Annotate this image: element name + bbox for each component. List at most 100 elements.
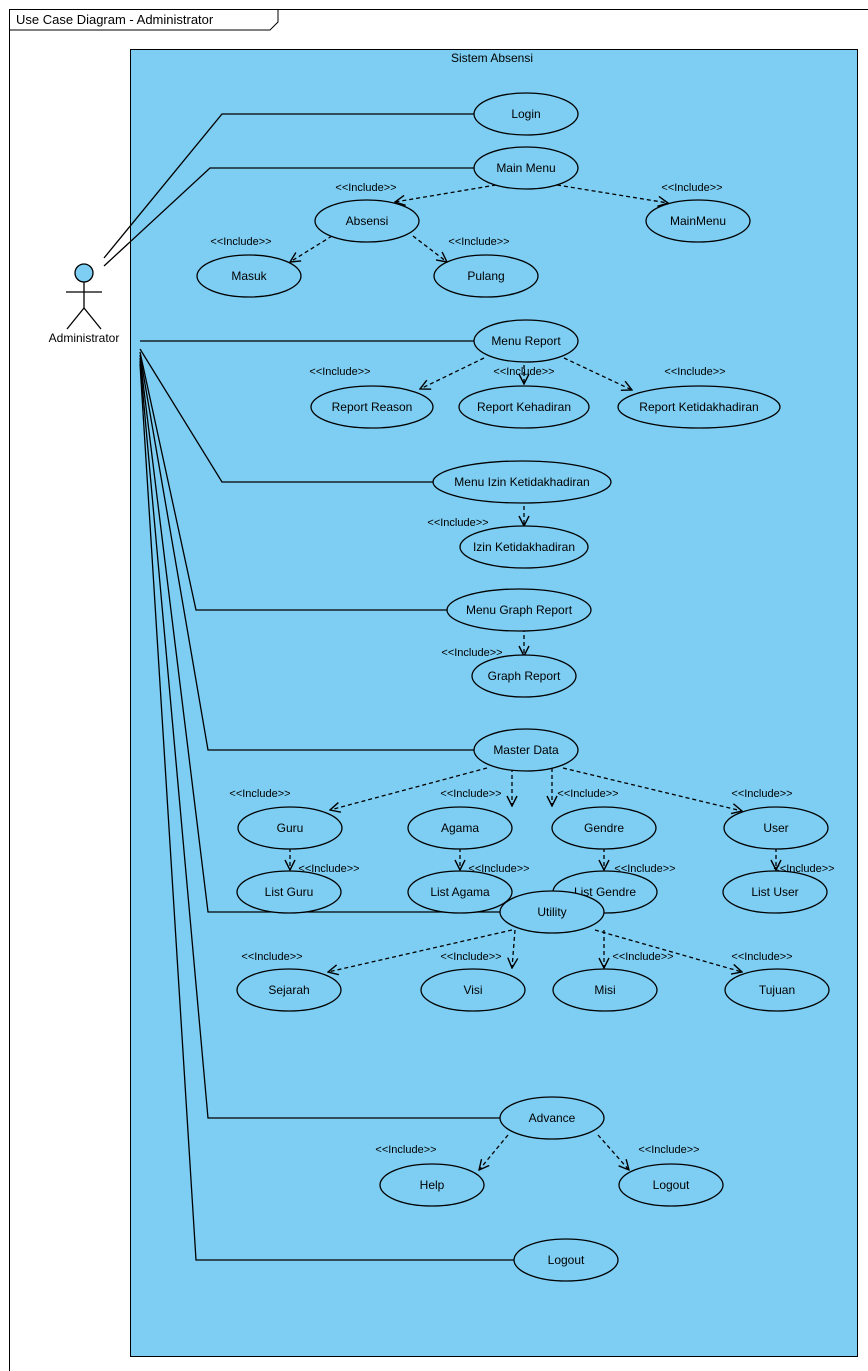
svg-text:List User: List User bbox=[751, 885, 798, 899]
label-include-report-ketidakhadiran: <<Include>> bbox=[664, 366, 725, 378]
label-include-visi: <<Include>> bbox=[440, 951, 501, 963]
svg-text:Menu Report: Menu Report bbox=[491, 334, 561, 348]
frame-tab bbox=[10, 10, 279, 31]
assoc-utility bbox=[139, 357, 500, 913]
svg-text:Report Reason: Report Reason bbox=[332, 400, 413, 414]
label-include-sejarah: <<Include>> bbox=[241, 951, 302, 963]
svg-text:Pulang: Pulang bbox=[467, 269, 504, 283]
svg-text:Izin Ketidakhadiran: Izin Ketidakhadiran bbox=[473, 540, 575, 554]
include-logout-advance bbox=[597, 1134, 629, 1170]
usecase-report-ketidakhadiran[interactable]: Report Ketidakhadiran bbox=[617, 385, 781, 429]
svg-text:Visi: Visi bbox=[463, 983, 482, 997]
usecase-masuk[interactable]: Masuk bbox=[196, 254, 302, 298]
label-include-agama: <<Include>> bbox=[440, 788, 501, 800]
usecase-graph-report[interactable]: Graph Report bbox=[471, 654, 577, 698]
include-visi bbox=[512, 929, 515, 968]
svg-text:Gendre: Gendre bbox=[584, 821, 624, 835]
label-include-list-gendre: <<Include>> bbox=[614, 863, 675, 875]
usecase-user[interactable]: User bbox=[723, 806, 829, 850]
usecase-guru[interactable]: Guru bbox=[237, 806, 343, 850]
usecase-help[interactable]: Help bbox=[379, 1163, 485, 1207]
include-report-reason bbox=[420, 357, 485, 389]
usecase-menu-graph[interactable]: Menu Graph Report bbox=[446, 588, 592, 632]
assoc-menu-graph bbox=[139, 351, 447, 611]
include-report-ketidakhadiran bbox=[563, 357, 632, 390]
svg-text:User: User bbox=[763, 821, 788, 835]
label-include-gendre: <<Include>> bbox=[557, 788, 618, 800]
include-dependencies bbox=[290, 184, 776, 1170]
usecase-izin[interactable]: Izin Ketidakhadiran bbox=[459, 525, 589, 569]
label-include-logout-advance: <<Include>> bbox=[638, 1144, 699, 1156]
svg-text:Sejarah: Sejarah bbox=[268, 983, 309, 997]
usecase-list-guru[interactable]: List Guru bbox=[236, 870, 342, 914]
label-include-masuk: <<Include>> bbox=[210, 236, 271, 248]
include-absensi bbox=[395, 184, 497, 202]
svg-text:Login: Login bbox=[511, 107, 540, 121]
svg-text:Guru: Guru bbox=[277, 821, 304, 835]
include-pulang bbox=[412, 235, 447, 262]
usecase-mainmenu[interactable]: MainMenu bbox=[645, 199, 751, 243]
svg-text:Logout: Logout bbox=[653, 1178, 690, 1192]
usecase-list-agama[interactable]: List Agama bbox=[407, 870, 513, 914]
label-include-report-reason: <<Include>> bbox=[309, 366, 370, 378]
svg-text:List Agama: List Agama bbox=[430, 885, 490, 899]
usecase-agama[interactable]: Agama bbox=[407, 806, 513, 850]
svg-text:List Gendre: List Gendre bbox=[574, 885, 636, 899]
label-include-pulang: <<Include>> bbox=[448, 236, 509, 248]
system-label: Sistem Absensi bbox=[451, 51, 533, 65]
usecase-menu-izin[interactable]: Menu Izin Ketidakhadiran bbox=[432, 460, 612, 504]
use-cases: Login Main Menu Absensi MainMenu Masuk P… bbox=[196, 92, 830, 1282]
label-include-report-kehadiran: <<Include>> bbox=[493, 366, 554, 378]
usecase-pulang[interactable]: Pulang bbox=[433, 254, 539, 298]
usecase-login[interactable]: Login bbox=[473, 92, 579, 136]
usecase-utility[interactable]: Utility bbox=[499, 890, 605, 934]
svg-text:Help: Help bbox=[420, 1178, 445, 1192]
svg-text:Report Kehadiran: Report Kehadiran bbox=[477, 400, 571, 414]
usecase-advance[interactable]: Advance bbox=[499, 1096, 605, 1140]
include-guru bbox=[330, 767, 488, 810]
label-include-mainmenu: <<Include>> bbox=[661, 182, 722, 194]
assoc-menu-izin bbox=[139, 348, 433, 483]
usecase-logout[interactable]: Logout bbox=[513, 1238, 619, 1282]
label-include-graph-report: <<Include>> bbox=[441, 647, 502, 659]
frame-label: Use Case Diagram - Administrator bbox=[16, 12, 214, 27]
svg-text:Menu Izin Ketidakhadiran: Menu Izin Ketidakhadiran bbox=[454, 475, 589, 489]
svg-text:Master Data: Master Data bbox=[493, 743, 559, 757]
usecase-report-kehadiran[interactable]: Report Kehadiran bbox=[458, 385, 590, 429]
actor-administrator[interactable]: Administrator bbox=[49, 263, 120, 345]
usecase-visi[interactable]: Visi bbox=[420, 968, 526, 1012]
usecase-list-user[interactable]: List User bbox=[722, 870, 828, 914]
include-tujuan bbox=[594, 929, 742, 972]
usecase-menu-report[interactable]: Menu Report bbox=[473, 319, 579, 363]
svg-text:Main Menu: Main Menu bbox=[496, 161, 555, 175]
svg-text:Report Ketidakhadiran: Report Ketidakhadiran bbox=[639, 400, 758, 414]
usecase-gendre[interactable]: Gendre bbox=[551, 806, 657, 850]
usecase-misi[interactable]: Misi bbox=[552, 968, 658, 1012]
svg-text:Menu Graph Report: Menu Graph Report bbox=[466, 603, 573, 617]
label-include-guru: <<Include>> bbox=[229, 788, 290, 800]
usecase-sejarah[interactable]: Sejarah bbox=[236, 968, 342, 1012]
include-mainmenu bbox=[556, 184, 668, 203]
label-include-misi: <<Include>> bbox=[612, 951, 673, 963]
svg-text:Graph Report: Graph Report bbox=[488, 669, 561, 683]
usecase-main-menu[interactable]: Main Menu bbox=[473, 146, 579, 190]
usecase-absensi[interactable]: Absensi bbox=[314, 199, 420, 243]
assoc-logout bbox=[139, 363, 514, 1261]
usecase-tujuan[interactable]: Tujuan bbox=[724, 968, 830, 1012]
usecase-logout-advance[interactable]: Logout bbox=[618, 1163, 724, 1207]
svg-text:Tujuan: Tujuan bbox=[759, 983, 795, 997]
include-masuk bbox=[290, 235, 333, 262]
usecase-report-reason[interactable]: Report Reason bbox=[310, 385, 434, 429]
label-include-tujuan: <<Include>> bbox=[731, 951, 792, 963]
actor-head bbox=[74, 263, 94, 283]
assoc-main-menu bbox=[103, 167, 474, 267]
label-include-izin: <<Include>> bbox=[427, 517, 488, 529]
include-sejarah bbox=[328, 929, 513, 972]
svg-text:Agama: Agama bbox=[441, 821, 479, 835]
usecase-master-data[interactable]: Master Data bbox=[473, 728, 579, 772]
svg-text:Logout: Logout bbox=[548, 1253, 585, 1267]
svg-text:List Guru: List Guru bbox=[265, 885, 314, 899]
svg-text:Misi: Misi bbox=[594, 983, 615, 997]
